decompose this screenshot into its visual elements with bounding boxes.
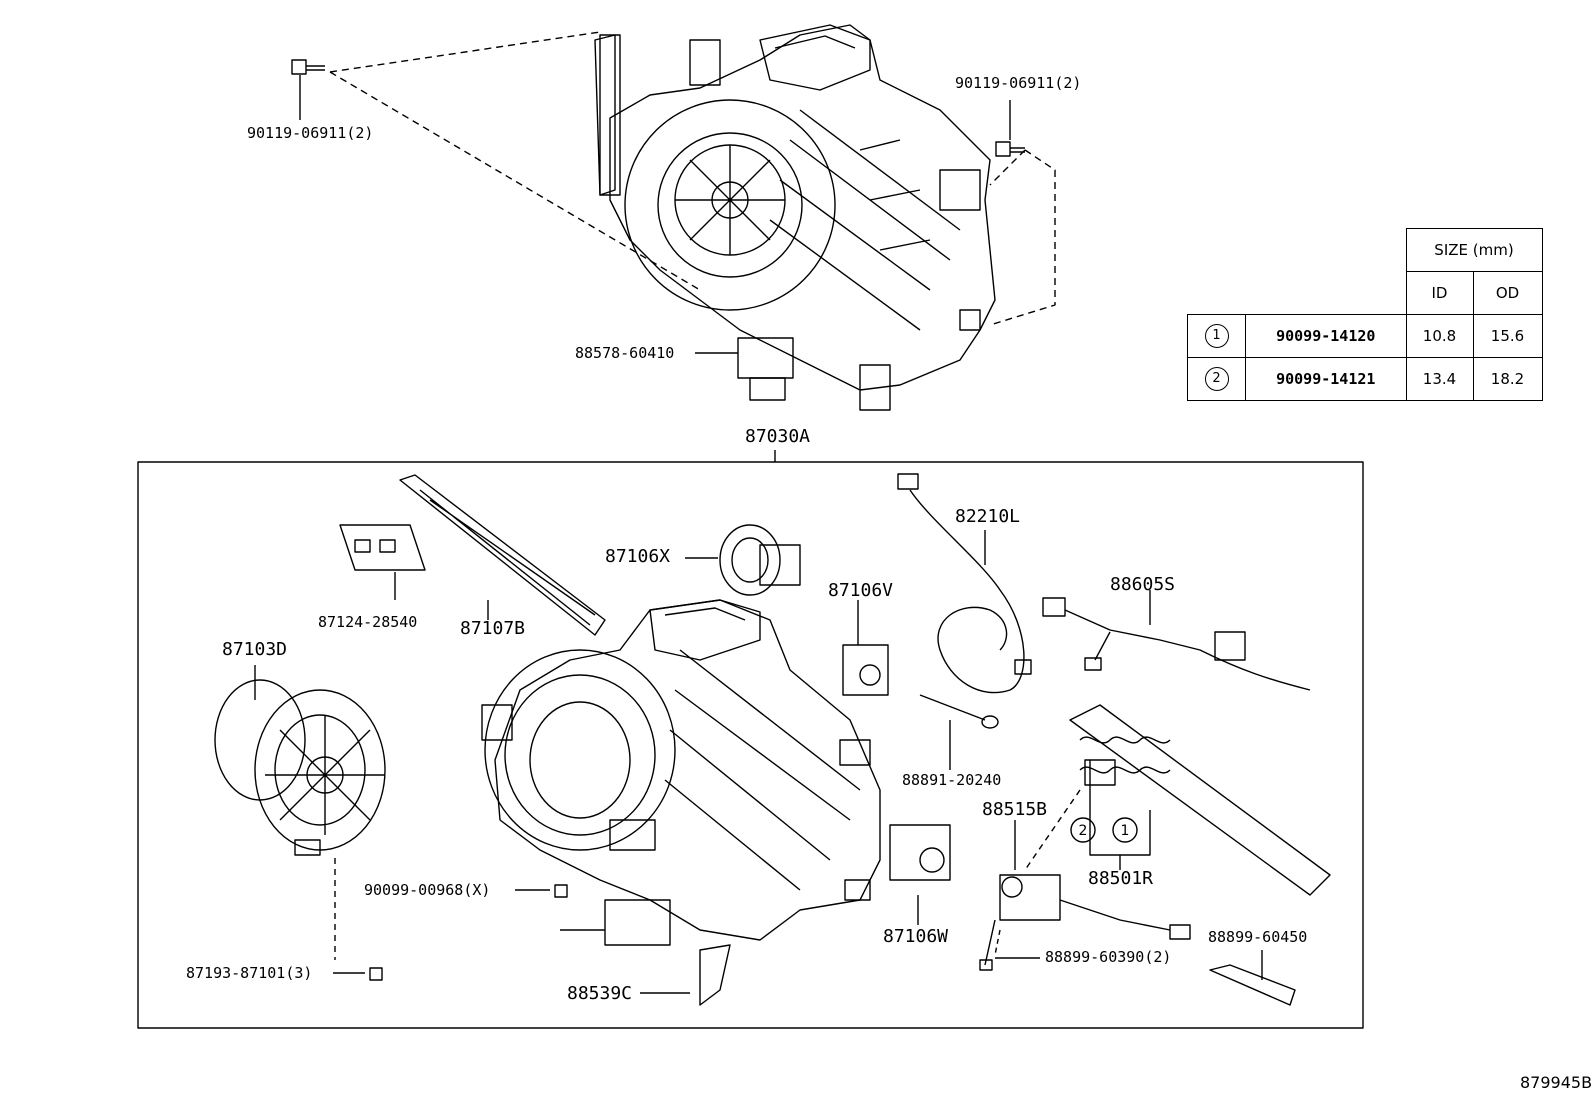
label-servo-87106x: 87106X	[605, 546, 671, 567]
table-row: 1 90099-14120 10.8 15.6	[1187, 314, 1543, 358]
size-table: SIZE (mm) ID OD 1 90099-14120 10.8 15.6 …	[1187, 228, 1543, 401]
col-od: OD	[1472, 271, 1543, 315]
table-row: 2 90099-14121 13.4 18.2	[1187, 357, 1543, 401]
screw-87193-icon	[333, 858, 383, 981]
callout-1-circle	[1112, 817, 1138, 843]
label-screw-90099: 90099-00968(X)	[364, 881, 491, 899]
row-id-1: 10.8	[1405, 314, 1474, 358]
col-id: ID	[1405, 271, 1474, 315]
label-blower-87103: 87103D	[222, 639, 288, 660]
size-header: SIZE (mm)	[1405, 228, 1543, 272]
row-part-2: 90099-14121	[1245, 357, 1407, 401]
label-assembly: 87030A	[745, 426, 811, 447]
clip-88539-icon	[640, 944, 731, 1006]
harness-82210-icon	[897, 473, 1032, 694]
harness-88605-icon	[1042, 590, 1311, 691]
screw-90099-icon	[515, 884, 568, 898]
label-valve-88515: 88515B	[982, 799, 1048, 820]
assembly-box	[137, 461, 1364, 1029]
hvac-housing-lower	[481, 599, 881, 941]
bolt-top-left-icon	[291, 59, 325, 75]
label-sensor-87124: 87124-28540	[318, 613, 418, 631]
label-plate-88899-60450: 88899-60450	[1208, 928, 1308, 946]
label-bolt-88899-60390: 88899-60390(2)	[1045, 948, 1172, 966]
label-actuator-top: 88578-60410	[575, 344, 675, 362]
label-bolt-top-right: 90119-06911(2)	[955, 74, 1082, 92]
callout-2-text: 2	[1079, 823, 1088, 839]
label-evaporator-88501: 88501R	[1088, 868, 1154, 889]
servo-87106v-icon	[842, 600, 889, 696]
valve-88515-icon	[999, 820, 1191, 940]
filter-87107-icon	[399, 474, 606, 636]
row-od-2: 18.2	[1472, 357, 1543, 401]
plate-88899-60450-icon	[1209, 950, 1296, 1006]
label-harness-82210: 82210L	[955, 506, 1021, 527]
bolt-88899-60390-icon	[979, 919, 1040, 971]
row-number-1: 1	[1204, 324, 1229, 348]
sensor-87124-icon	[339, 524, 426, 600]
evaporator-88501-icon	[1069, 704, 1331, 896]
servo-87106x-icon	[685, 524, 801, 596]
thermistor-88891-icon	[919, 694, 999, 770]
servo-87106w-icon	[889, 824, 951, 925]
row-number-2: 2	[1204, 367, 1229, 391]
label-screw-87193: 87193-87101(3)	[186, 964, 313, 982]
label-filter-87107: 87107B	[460, 618, 526, 639]
row-part-1: 90099-14120	[1245, 314, 1407, 358]
row-id-2: 13.4	[1405, 357, 1474, 401]
label-harness-88605: 88605S	[1110, 574, 1176, 595]
row-od-1: 15.6	[1472, 314, 1543, 358]
label-bolt-top-left: 90119-06911(2)	[247, 124, 374, 142]
servo-87165c-icon	[560, 899, 671, 946]
callout-1-text: 1	[1121, 823, 1130, 839]
label-thermistor-88891: 88891-20240	[902, 771, 1002, 789]
hvac-housing-top	[594, 24, 996, 411]
blower-motor-87103-icon	[214, 665, 386, 856]
label-servo-87106w: 87106W	[883, 926, 949, 947]
label-clip-88539: 88539C	[567, 983, 633, 1004]
figure-id: 879945B	[1520, 1073, 1592, 1092]
label-servo-87106v: 87106V	[828, 580, 894, 601]
callout-2-circle	[1070, 817, 1096, 843]
